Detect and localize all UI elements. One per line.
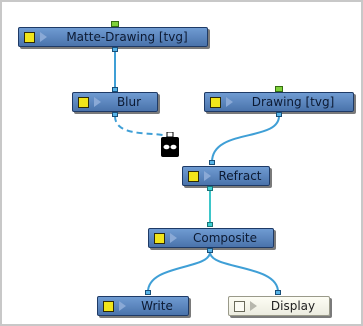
wire-drawing-to-refract[interactable] [211,115,280,163]
expand-arrow-icon[interactable] [226,97,233,107]
wires-layer [114,52,280,293]
enable-toggle-icon[interactable] [210,96,221,108]
wire-composite-to-write[interactable] [147,251,211,293]
node-label: Blur [116,95,142,109]
input-port[interactable] [145,290,151,295]
expand-arrow-icon[interactable] [119,301,126,311]
node-display[interactable]: Display [228,296,330,316]
input-port[interactable] [207,222,213,227]
node-composite[interactable]: Composite [148,228,274,248]
enable-toggle-icon[interactable] [188,170,199,182]
node-label: Display [270,299,316,313]
output-port[interactable] [112,112,118,117]
node-drawing[interactable]: Drawing [tvg] [204,92,354,112]
enable-toggle-icon[interactable] [154,232,165,244]
output-port[interactable] [207,186,213,191]
enable-toggle-icon[interactable] [103,300,114,312]
node-blur[interactable]: Blur [72,92,158,112]
expand-arrow-icon[interactable] [94,97,101,107]
input-port[interactable] [209,160,215,165]
mask-icon[interactable] [160,132,180,158]
expand-arrow-icon[interactable] [170,233,177,243]
input-port[interactable] [111,21,119,27]
input-port[interactable] [275,86,283,92]
output-port[interactable] [112,47,118,52]
enable-toggle-icon[interactable] [78,96,89,108]
enable-toggle-icon[interactable] [234,300,245,312]
enable-toggle-icon[interactable] [24,31,35,43]
node-matte-drawing[interactable]: Matte-Drawing [tvg] [18,27,208,47]
node-label: Composite [192,231,258,245]
input-port[interactable] [112,87,118,92]
node-label: Drawing [tvg] [251,95,335,109]
node-label: Refract [218,169,262,183]
node-label: Write [141,299,173,313]
expand-arrow-icon[interactable] [40,32,47,42]
node-refract[interactable]: Refract [182,166,270,186]
expand-arrow-icon[interactable] [250,301,257,311]
node-view-canvas[interactable]: Matte-Drawing [tvg] Blur Drawing [tvg] R… [2,2,361,324]
expand-arrow-icon[interactable] [204,171,211,181]
node-write[interactable]: Write [97,296,189,316]
output-port[interactable] [276,112,282,117]
output-port[interactable] [207,248,213,253]
wire-composite-to-display[interactable] [209,251,279,293]
node-label: Matte-Drawing [tvg] [66,30,188,44]
input-port[interactable] [275,290,281,295]
